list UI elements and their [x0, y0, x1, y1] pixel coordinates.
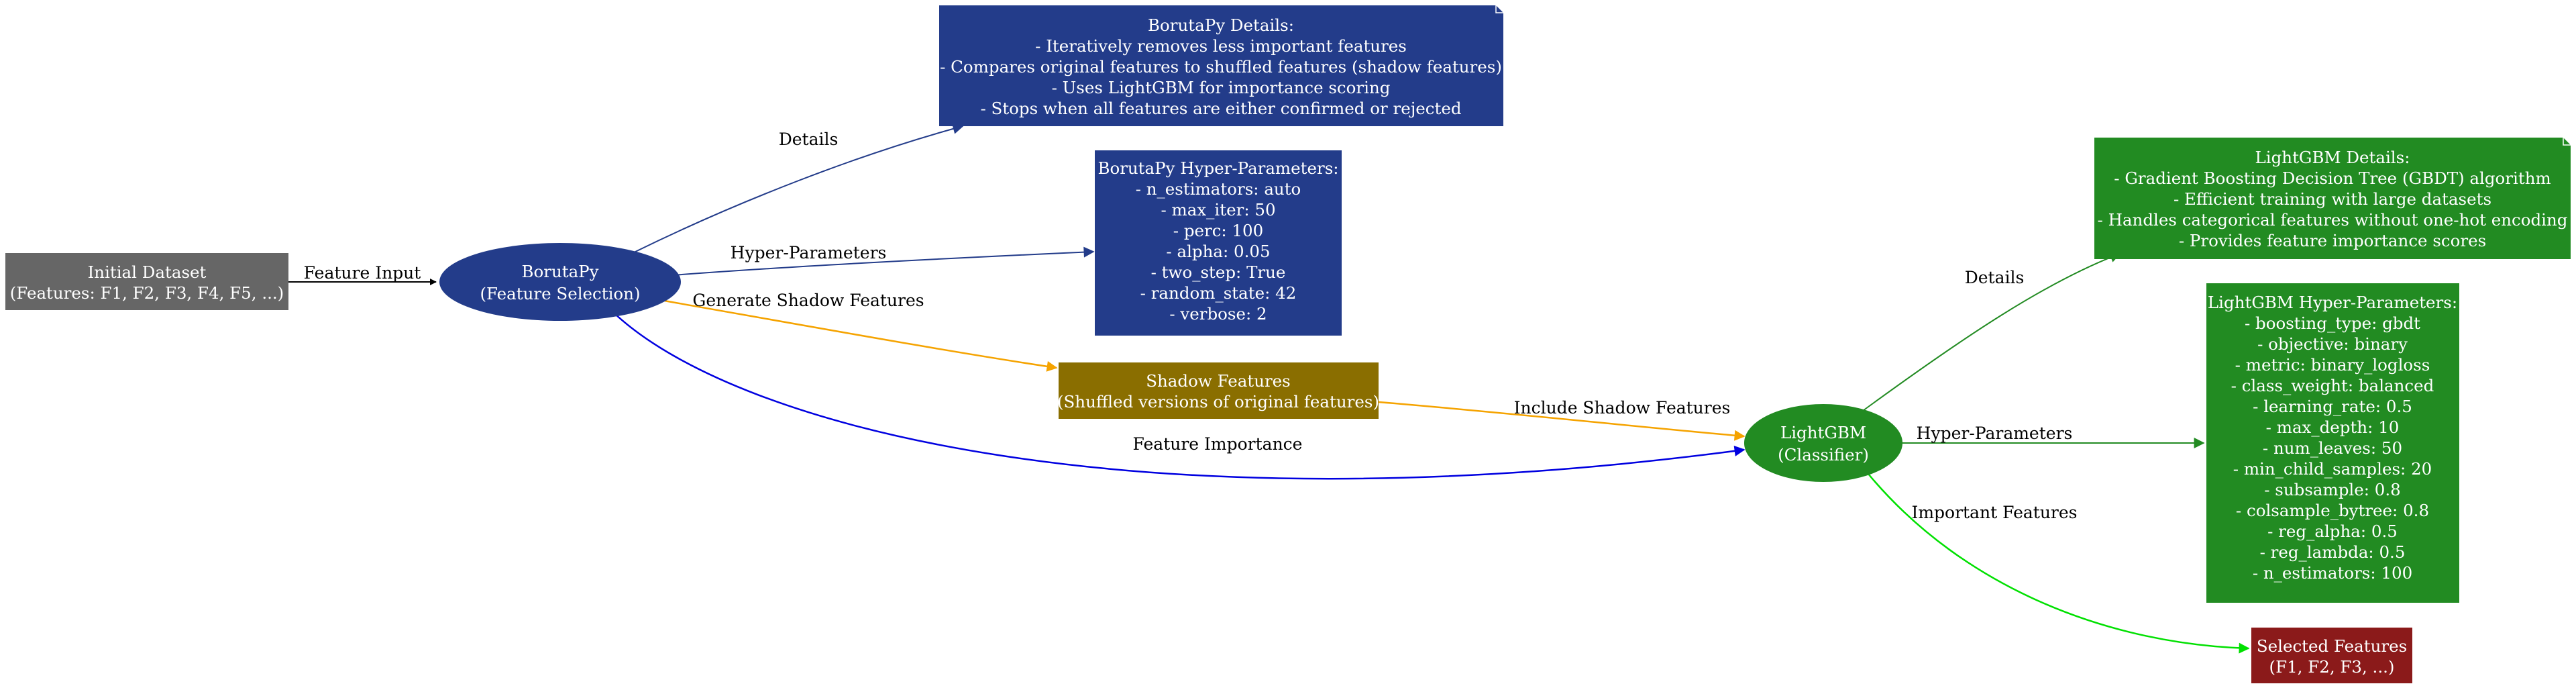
node-lightgbm-line-1: (Classifier) — [1778, 445, 1869, 464]
node-lightgbm-params-line-5: - learning_rate: 0.5 — [2253, 397, 2412, 416]
node-lightgbm-params-line-8: - min_child_samples: 20 — [2233, 459, 2432, 479]
node-lightgbm-params-line-1: - boosting_type: gbdt — [2245, 313, 2420, 333]
node-borutapy-details-line-1: - Iteratively removes less important fea… — [1035, 36, 1407, 56]
node-lightgbm-params-line-4: - class_weight: balanced — [2231, 376, 2434, 395]
node-lightgbm-params-line-7: - num_leaves: 50 — [2263, 438, 2402, 458]
label-generate-shadow: Generate Shadow Features — [692, 291, 924, 310]
label-hyper-lgbm: Hyper-Parameters — [1917, 424, 2073, 443]
node-lightgbm-params-line-13: - n_estimators: 100 — [2253, 563, 2412, 583]
node-borutapy-params-line-1: - n_estimators: auto — [1136, 179, 1301, 199]
node-initial-dataset-line-0: Initial Dataset — [88, 262, 207, 282]
node-lightgbm-details-line-2: - Efficient training with large datasets — [2174, 189, 2491, 209]
node-lightgbm-params-line-0: LightGBM Hyper-Parameters: — [2208, 293, 2457, 312]
edge-details-boruta — [633, 124, 964, 253]
node-borutapy-details-line-0: BorutaPy Details: — [1148, 15, 1294, 35]
edge-labels: Feature Input Details Hyper-Parameters G… — [304, 130, 2078, 522]
node-selected-features: Selected Features (F1, F2, F3, ...) — [2251, 628, 2412, 683]
node-initial-dataset-line-1: (Features: F1, F2, F3, F4, F5, ...) — [10, 283, 284, 303]
node-borutapy-details-line-4: - Stops when all features are either con… — [980, 99, 1461, 118]
node-lightgbm-params-line-10: - colsample_bytree: 0.8 — [2236, 501, 2429, 520]
node-borutapy-params-line-2: - max_iter: 50 — [1161, 200, 1275, 219]
edge-important-features — [1868, 473, 2250, 654]
label-feature-importance: Feature Importance — [1133, 434, 1303, 454]
node-borutapy-params-line-0: BorutaPy Hyper-Parameters: — [1097, 158, 1338, 178]
label-hyper-boruta: Hyper-Parameters — [731, 243, 887, 262]
node-lightgbm-details-line-0: LightGBM Details: — [2255, 148, 2410, 167]
node-selected-features-line-1: (F1, F2, F3, ...) — [2269, 657, 2395, 677]
node-borutapy: BorutaPy (Feature Selection) — [439, 243, 681, 321]
node-lightgbm-params-line-9: - subsample: 0.8 — [2264, 480, 2401, 499]
node-lightgbm-line-0: LightGBM — [1780, 423, 1866, 442]
edge-feature-importance — [613, 312, 1746, 480]
node-borutapy-params-line-4: - alpha: 0.05 — [1166, 242, 1270, 261]
label-include-shadow: Include Shadow Features — [1514, 398, 1731, 417]
edge-hyper-boruta — [672, 246, 1095, 276]
node-shadow-features-line-0: Shadow Features — [1146, 371, 1291, 391]
node-lightgbm-params-line-12: - reg_lambda: 0.5 — [2260, 542, 2406, 562]
node-lightgbm-params-line-3: - metric: binary_logloss — [2235, 355, 2430, 375]
node-shadow-features-line-1: (Shuffled versions of original features) — [1057, 392, 1379, 411]
node-selected-features-line-0: Selected Features — [2257, 636, 2407, 656]
node-shadow-features: Shadow Features (Shuffled versions of or… — [1057, 362, 1379, 419]
label-details-lgbm: Details — [1965, 268, 2025, 287]
node-lightgbm-params: LightGBM Hyper-Parameters: - boosting_ty… — [2206, 283, 2459, 603]
node-borutapy-params: BorutaPy Hyper-Parameters: - n_estimator… — [1095, 150, 1342, 336]
node-borutapy-params-line-7: - verbose: 2 — [1169, 304, 1267, 324]
node-borutapy-line-1: (Feature Selection) — [480, 284, 640, 303]
node-borutapy-params-line-6: - random_state: 42 — [1140, 283, 1297, 303]
node-lightgbm-params-line-6: - max_depth: 10 — [2266, 417, 2400, 437]
node-borutapy-details-line-2: - Compares original features to shuffled… — [940, 57, 1502, 77]
node-lightgbm: LightGBM (Classifier) — [1744, 404, 1902, 482]
node-borutapy-line-0: BorutaPy — [521, 262, 598, 281]
node-lightgbm-details: LightGBM Details: - Gradient Boosting De… — [2094, 138, 2571, 259]
node-lightgbm-details-line-3: - Handles categorical features without o… — [2098, 210, 2568, 230]
label-feature-input: Feature Input — [304, 263, 421, 283]
node-borutapy-params-line-3: - perc: 100 — [1173, 221, 1264, 240]
label-details-boruta: Details — [779, 130, 839, 149]
edges — [288, 124, 2250, 654]
edge-include-shadow — [1378, 401, 1746, 441]
node-lightgbm-params-line-2: - objective: binary — [2257, 334, 2408, 354]
node-borutapy-params-line-5: - two_step: True — [1151, 262, 1286, 282]
label-important-features: Important Features — [1911, 503, 2077, 522]
node-lightgbm-details-line-1: - Gradient Boosting Decision Tree (GBDT)… — [2114, 168, 2551, 188]
node-lightgbm-details-line-4: - Provides feature importance scores — [2179, 231, 2486, 250]
edge-generate-shadow — [663, 299, 1058, 372]
node-borutapy-details-line-3: - Uses LightGBM for importance scoring — [1052, 78, 1391, 97]
edge-details-lgbm — [1858, 252, 2121, 415]
node-lightgbm-params-line-11: - reg_alpha: 0.5 — [2267, 522, 2398, 541]
node-borutapy-details: BorutaPy Details: - Iteratively removes … — [939, 5, 1503, 126]
node-initial-dataset: Initial Dataset (Features: F1, F2, F3, F… — [5, 253, 288, 310]
